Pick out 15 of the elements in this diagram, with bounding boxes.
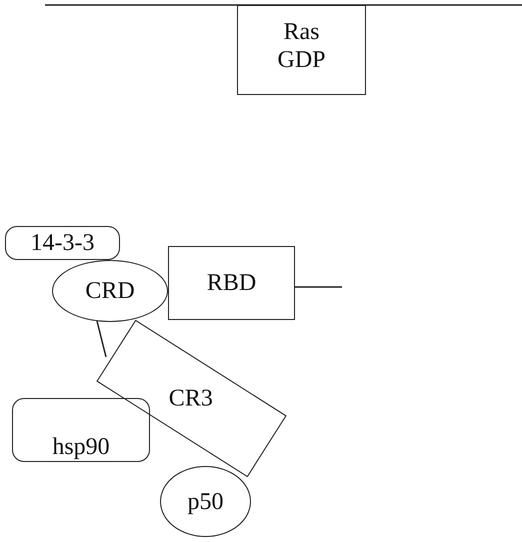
domain-label: 14-3-3 <box>30 229 94 257</box>
protein-box <box>5 226 120 260</box>
connector-line <box>295 286 342 288</box>
domain-label: p50 <box>188 488 224 516</box>
protein-box <box>237 5 366 95</box>
domain-label: CRD <box>85 277 135 305</box>
domain-label: Ras GDP <box>276 18 326 74</box>
connector-line <box>96 320 107 358</box>
protein-box <box>12 398 150 462</box>
domain-label: RBD <box>206 269 256 297</box>
domain-ellipse <box>52 260 168 322</box>
domain-label: CR3 <box>169 384 214 412</box>
domain-box <box>168 246 295 320</box>
domain-label: hsp90 <box>52 433 110 461</box>
protein-circle <box>160 466 251 537</box>
